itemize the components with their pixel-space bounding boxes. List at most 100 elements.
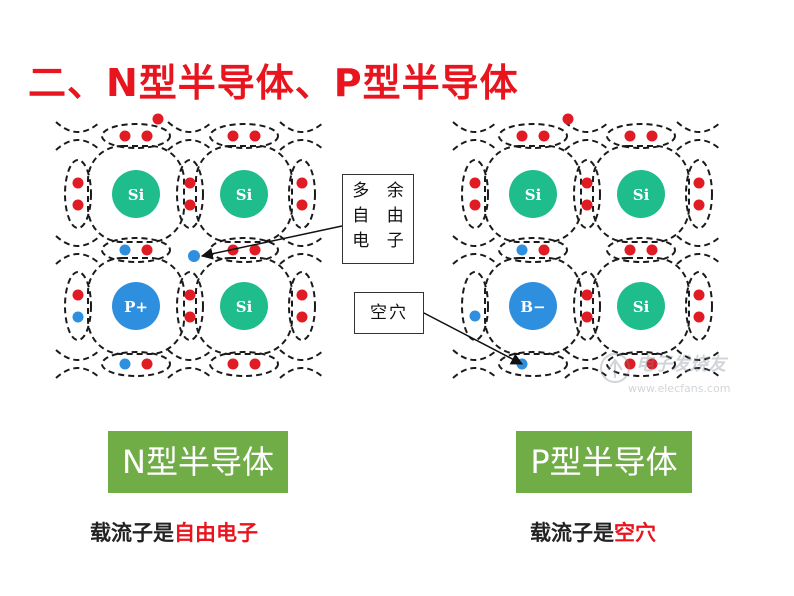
left-boundary-arc: [279, 253, 325, 265]
right-boundary-arc: [452, 253, 498, 265]
left-atom-label: Si: [236, 298, 253, 316]
left-boundary-arc: [55, 253, 101, 265]
left-electron: [184, 289, 196, 301]
right-electron: [624, 130, 636, 142]
left-bond-ellipse: [64, 159, 92, 229]
right-boundary-arc: [452, 121, 498, 133]
right-electron: [693, 289, 705, 301]
right-bond-ellipse: [606, 123, 676, 149]
hole-callout: 空穴: [354, 292, 424, 334]
left-bond-ellipse: [64, 271, 92, 341]
right-electron: [469, 310, 481, 322]
left-electron: [119, 244, 131, 256]
left-electron: [249, 244, 261, 256]
right-electron: [646, 244, 658, 256]
left-atom-label: Si: [236, 186, 253, 204]
right-bond-ellipse: [498, 237, 568, 263]
right-atom-label: B−: [520, 298, 545, 316]
p-type-label-box: P型半导体: [516, 431, 692, 493]
left-electron: [141, 130, 153, 142]
left-electron: [184, 199, 196, 211]
left-electron: [152, 113, 164, 125]
right-atom: [509, 282, 557, 330]
left-boundary-arc: [55, 139, 101, 151]
left-boundary-arc: [167, 121, 213, 133]
right-electron: [646, 130, 658, 142]
right-boundary-arc: [564, 121, 610, 133]
right-electron: [693, 311, 705, 323]
p-type-carrier-highlight: 空穴: [614, 521, 656, 545]
left-atom: [112, 170, 160, 218]
right-bond-ellipse: [606, 237, 676, 263]
hole-callout-text: 空穴: [370, 303, 408, 323]
right-electron: [693, 177, 705, 189]
right-electron: [538, 130, 550, 142]
right-bond-ellipse: [685, 159, 713, 229]
right-electron: [624, 358, 636, 370]
right-boundary-arc: [564, 139, 610, 151]
right-electron: [516, 244, 528, 256]
right-electron: [581, 177, 593, 189]
right-electron: [693, 199, 705, 211]
left-boundary-arc: [55, 349, 101, 361]
right-electron: [624, 244, 636, 256]
callout-line-2: 自 由: [352, 206, 410, 226]
left-electron: [72, 311, 84, 323]
right-atom: [617, 170, 665, 218]
left-electron: [119, 130, 131, 142]
right-boundary-arc: [452, 349, 498, 361]
left-bond-ellipse: [288, 271, 316, 341]
left-electron: [227, 358, 239, 370]
right-electron: [581, 199, 593, 211]
right-boundary-arc: [676, 235, 722, 247]
left-bond-ellipse: [209, 237, 279, 263]
right-bond-cell: [484, 145, 582, 243]
right-bond-ellipse: [573, 159, 601, 229]
left-bond-ellipse: [101, 123, 171, 149]
watermark-sub: www.elecfans.com: [628, 382, 731, 395]
right-atom-label: Si: [525, 186, 542, 204]
left-boundary-arc: [55, 121, 101, 133]
left-electron: [296, 311, 308, 323]
hole-arrow: [421, 311, 524, 365]
left-atom: [112, 282, 160, 330]
n-type-carrier: 载流子是自由电子: [90, 517, 258, 547]
p-type-carrier-prefix: 载流子是: [530, 521, 614, 545]
left-bond-ellipse: [176, 159, 204, 229]
p-type-label: P型半导体: [530, 443, 678, 481]
left-atom-label: P+: [124, 298, 148, 316]
left-bond-ellipse: [288, 159, 316, 229]
page-title: 二、N型半导体、P型半导体: [28, 61, 519, 105]
right-electron: [538, 244, 550, 256]
right-boundary-arc: [564, 349, 610, 361]
right-boundary-arc: [452, 235, 498, 247]
right-bond-cell: [484, 257, 582, 355]
left-boundary-arc: [279, 367, 325, 379]
left-electron: [141, 244, 153, 256]
left-bond-ellipse: [209, 351, 279, 377]
left-bond-ellipse: [101, 351, 171, 377]
free-electron: [188, 250, 200, 262]
n-type-label: N型半导体: [122, 443, 274, 481]
left-bond-cell: [195, 257, 293, 355]
right-electron: [581, 311, 593, 323]
right-bond-cell: [592, 145, 690, 243]
right-boundary-arc: [676, 349, 722, 361]
left-boundary-arc: [279, 139, 325, 151]
right-atom: [509, 170, 557, 218]
right-electron: [581, 289, 593, 301]
right-bond-ellipse: [685, 271, 713, 341]
right-boundary-arc: [676, 121, 722, 133]
p-type-carrier: 载流子是空穴: [530, 517, 656, 547]
left-boundary-arc: [167, 367, 213, 379]
right-atom: [617, 282, 665, 330]
right-boundary-arc: [564, 367, 610, 379]
right-boundary-arc: [452, 367, 498, 379]
left-electron: [296, 199, 308, 211]
right-bond-ellipse: [498, 351, 568, 377]
watermark: 电子发烧友 www.elecfans.com: [598, 342, 748, 404]
left-electron: [184, 311, 196, 323]
right-electron: [516, 130, 528, 142]
left-electron: [72, 199, 84, 211]
